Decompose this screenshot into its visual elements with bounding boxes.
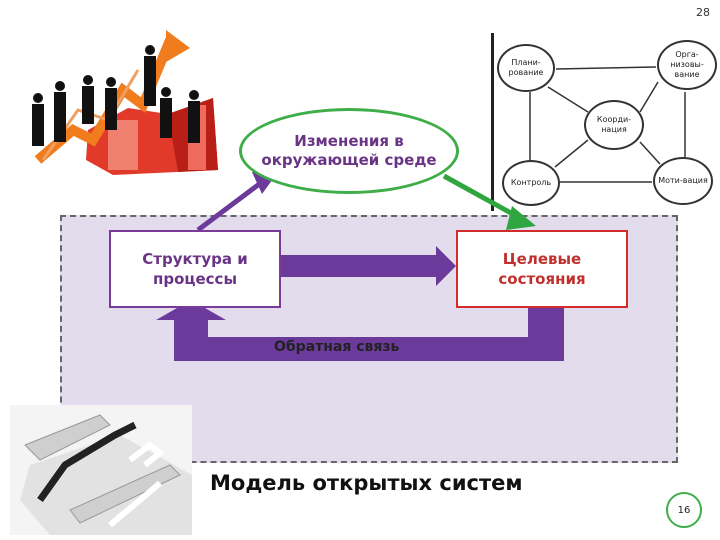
business-team-illustration — [32, 30, 218, 175]
page-number: 28 — [696, 6, 710, 19]
control-node: Контроль — [502, 160, 560, 206]
management-cycle-connectors — [491, 33, 686, 211]
organization-node: Орга-низовы-вание — [657, 40, 717, 90]
environment-to-target-arrow — [442, 173, 522, 221]
planning-node: Плани-рование — [497, 44, 555, 92]
maze-wall-illustration — [10, 405, 192, 535]
coordination-node: Коорди-нация — [584, 100, 644, 150]
slide-number-badge: 16 — [666, 492, 702, 528]
structure-to-environment-arrow — [196, 180, 264, 232]
feedback-label: Обратная связь — [274, 339, 400, 355]
environment-changes-ellipse: Изменения в окружающей среде — [239, 108, 459, 194]
model-title: Модель открытых систем — [210, 471, 523, 495]
motivation-node: Моти-вация — [653, 157, 713, 205]
structure-to-target-arrow — [281, 255, 436, 277]
structure-box: Структура и процессы — [109, 230, 281, 308]
feedback-loop-arrow — [156, 300, 564, 361]
target-states-box: Целевые состояния — [456, 230, 628, 308]
